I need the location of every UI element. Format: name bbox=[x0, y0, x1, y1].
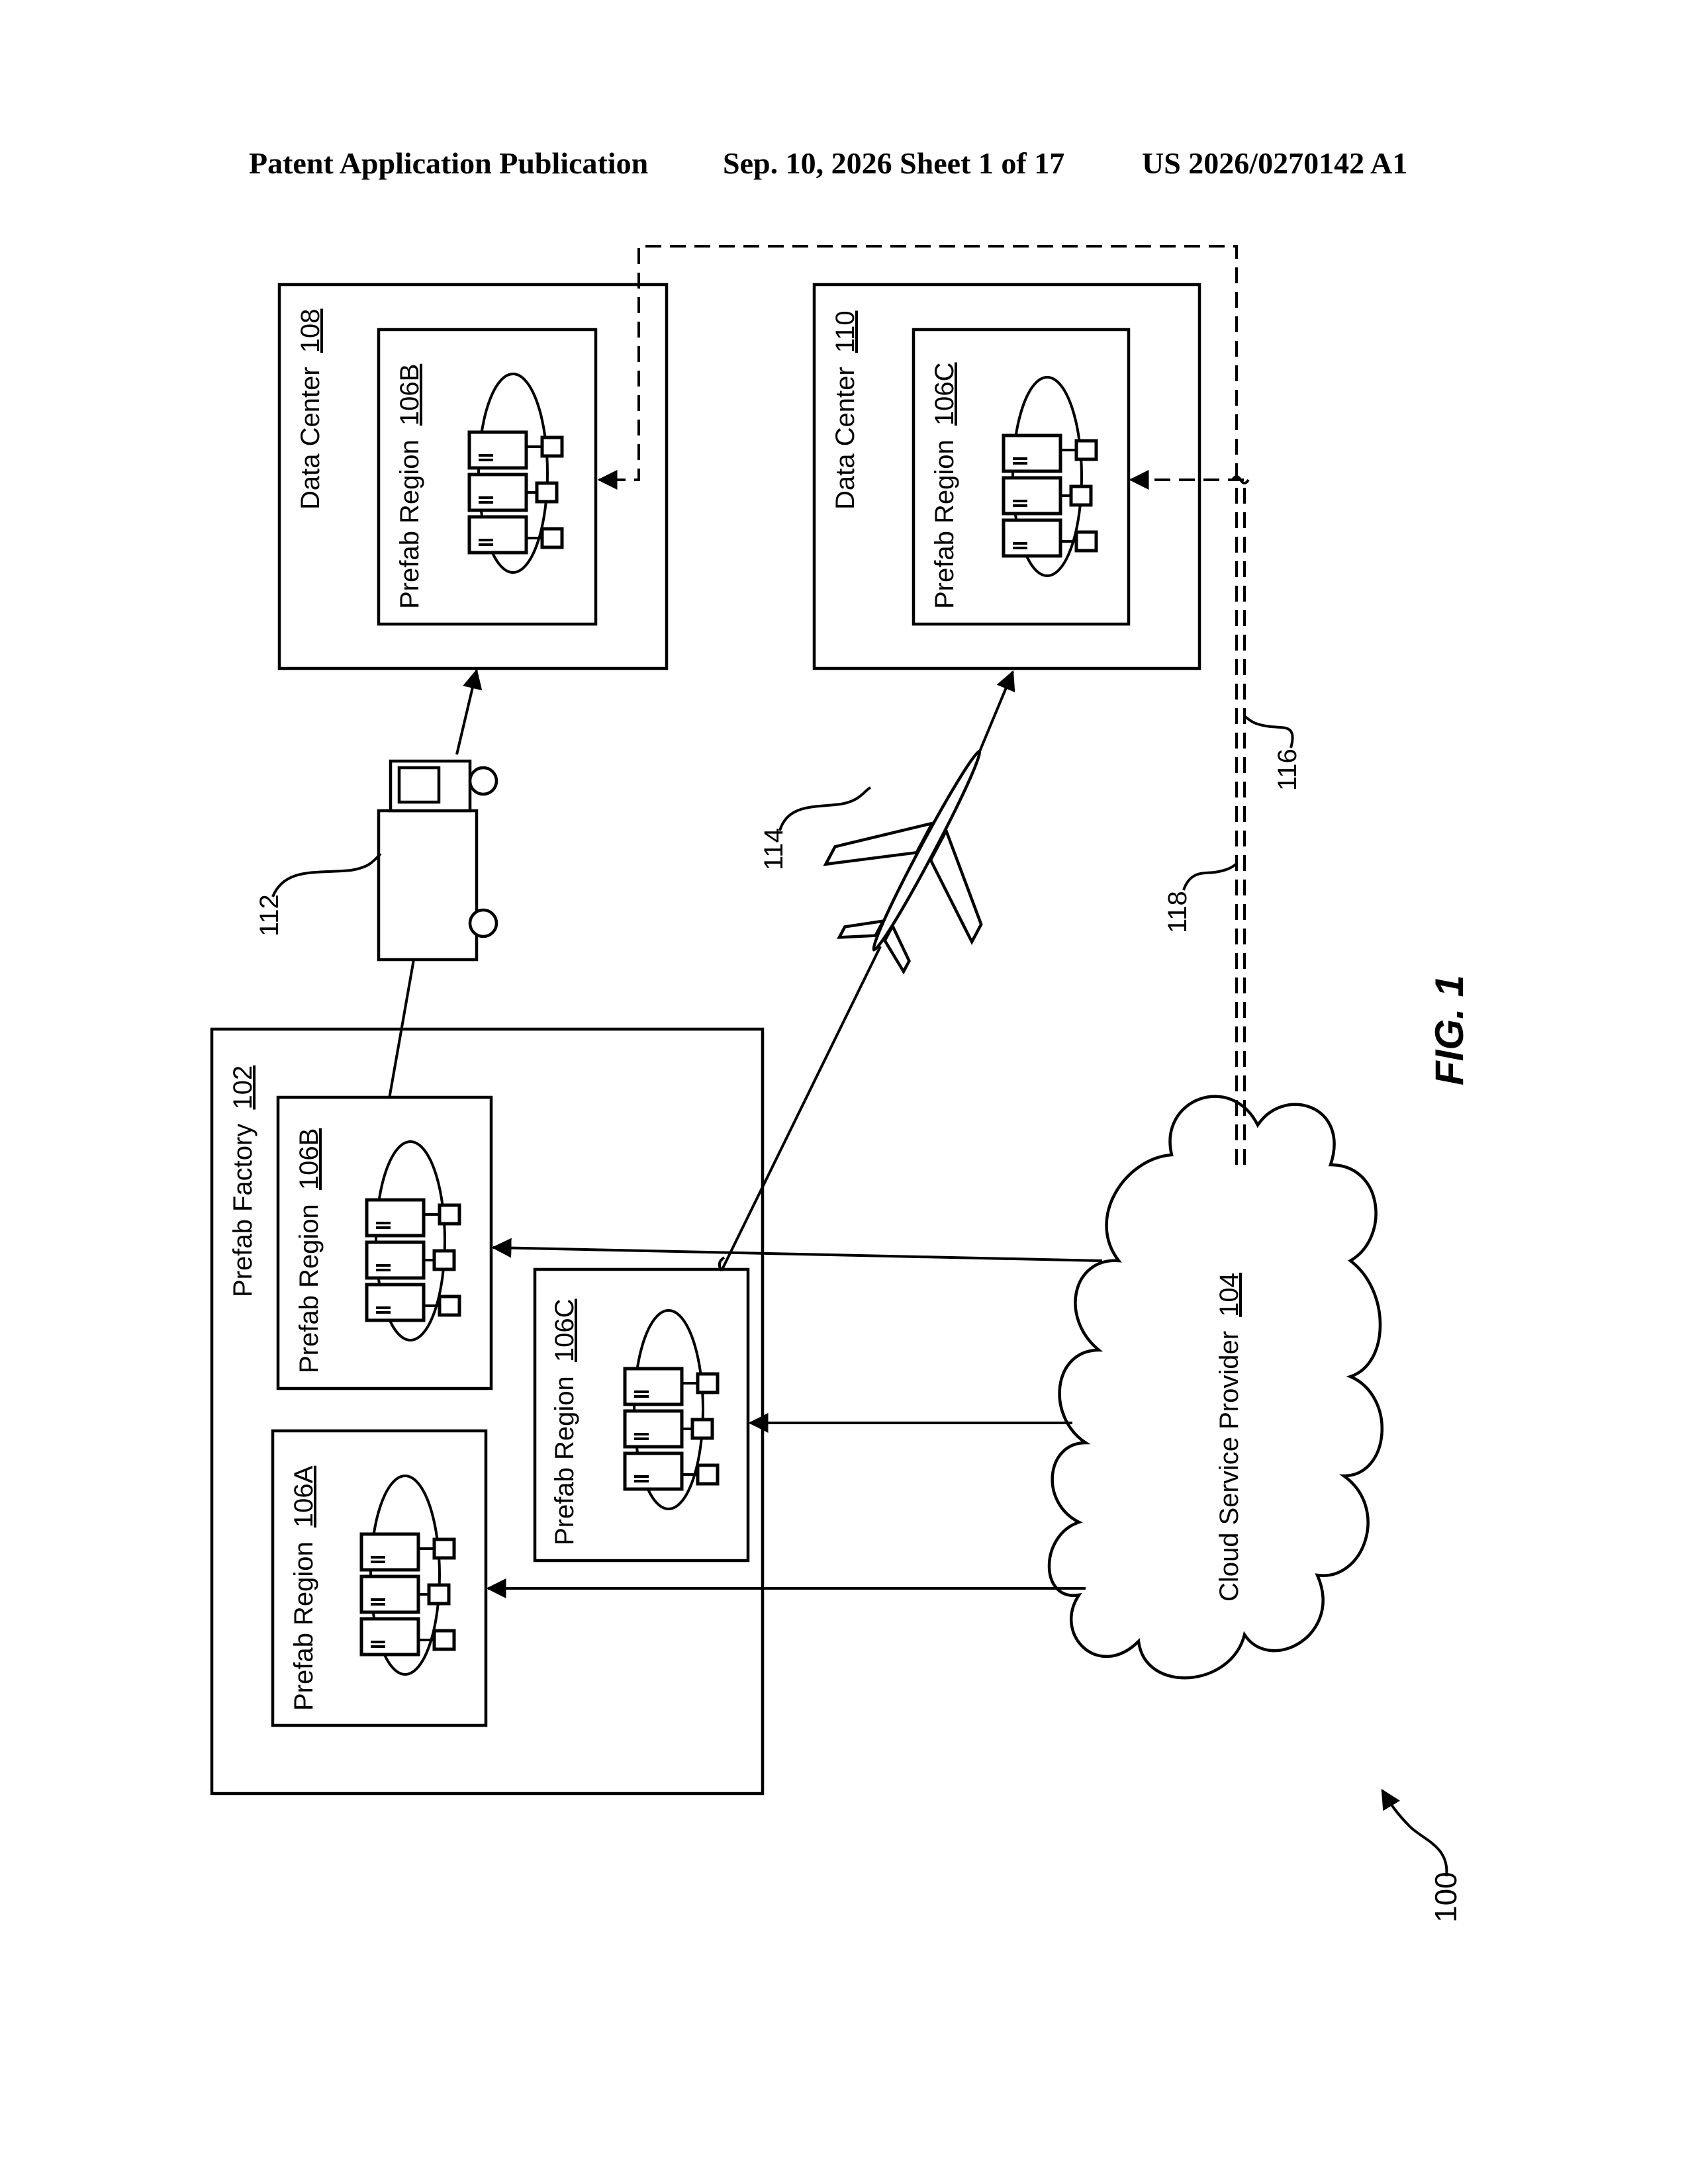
data-center-ref: 108 bbox=[296, 308, 325, 353]
data-center-108: Data Center 108 Prefab Region 106B bbox=[279, 285, 667, 668]
region-label: Prefab Region bbox=[295, 1204, 324, 1373]
region-ref: 106B bbox=[295, 1128, 324, 1190]
leader-116 bbox=[1244, 716, 1293, 748]
prefab-factory-ref: 102 bbox=[228, 1066, 258, 1110]
figure-label: FIG. 1 bbox=[1427, 975, 1472, 1085]
svg-text:Prefab Region 106C: Prefab Region 106C bbox=[930, 363, 959, 609]
svg-text:Data Center 110: Data Center 110 bbox=[831, 310, 860, 510]
data-center-ref: 110 bbox=[831, 310, 860, 353]
region-ref: 106C bbox=[550, 1299, 579, 1363]
svg-text:Prefab Region 106B: Prefab Region 106B bbox=[295, 1128, 324, 1373]
header-date-sheet: Sep. 10, 2026 Sheet 1 of 17 bbox=[723, 146, 1064, 180]
ref-100: 100 bbox=[1429, 1872, 1463, 1923]
region-label: Prefab Region bbox=[395, 439, 424, 609]
data-center-label: Data Center bbox=[296, 367, 325, 510]
data-center-label: Data Center bbox=[831, 367, 860, 510]
svg-text:Prefab Region 106C: Prefab Region 106C bbox=[550, 1299, 579, 1545]
plane-route bbox=[720, 672, 1053, 1271]
leader-100 bbox=[1382, 1790, 1446, 1876]
data-center-110: Data Center 110 Prefab Region 106C bbox=[814, 285, 1199, 668]
region-label: Prefab Region bbox=[550, 1376, 579, 1545]
ref-114: 114 bbox=[759, 828, 788, 870]
region-ref: 106A bbox=[289, 1465, 318, 1527]
region-label: Prefab Region bbox=[289, 1541, 318, 1711]
region-ref: 106C bbox=[930, 363, 959, 426]
leader-112 bbox=[273, 854, 381, 897]
region-ref: 106B bbox=[395, 364, 424, 426]
leader-114 bbox=[780, 788, 870, 831]
cloud-ref: 104 bbox=[1215, 1273, 1244, 1317]
prefab-region-106b-factory: Prefab Region 106B bbox=[278, 1097, 491, 1388]
cloud-service-provider: Cloud Service Provider 104 bbox=[1049, 1097, 1382, 1678]
prefab-factory-label: Prefab Factory bbox=[228, 1124, 258, 1297]
region-label: Prefab Region bbox=[930, 439, 959, 609]
svg-text:Data Center 108: Data Center 108 bbox=[296, 308, 325, 510]
truck-icon bbox=[379, 811, 477, 960]
header-publication: Patent Application Publication bbox=[249, 146, 648, 180]
svg-text:Prefab Region 106A: Prefab Region 106A bbox=[289, 1465, 318, 1711]
prefab-region-106a: Prefab Region 106A bbox=[273, 1431, 486, 1725]
ref-116: 116 bbox=[1273, 749, 1302, 791]
airplane-icon bbox=[798, 712, 1053, 993]
ref-112: 112 bbox=[255, 894, 284, 936]
cloud-label: Cloud Service Provider bbox=[1215, 1331, 1244, 1602]
svg-text:Prefab Region 106B: Prefab Region 106B bbox=[395, 364, 424, 609]
prefab-region-106c-factory: Prefab Region 106C bbox=[535, 1269, 748, 1561]
ref-118: 118 bbox=[1163, 891, 1192, 933]
svg-text:Prefab Factory 102: Prefab Factory 102 bbox=[228, 1066, 258, 1297]
header-patent-number: US 2026/0270142 A1 bbox=[1142, 146, 1407, 180]
leader-118 bbox=[1184, 864, 1237, 890]
